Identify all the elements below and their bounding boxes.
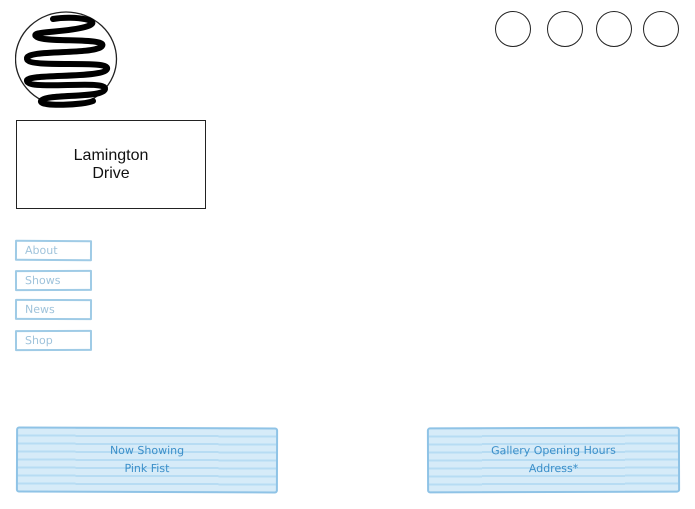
spiral-icon [14, 11, 118, 108]
social-link-2[interactable] [547, 11, 583, 47]
nav-about-button[interactable]: About [14, 239, 93, 262]
nav-news-button[interactable]: News [14, 298, 93, 321]
gallery-address-label: Address* [528, 461, 579, 476]
social-link-1[interactable] [495, 11, 531, 47]
site-title: Lamington Drive [16, 120, 206, 209]
social-link-3[interactable] [596, 11, 632, 47]
logo[interactable] [14, 11, 119, 108]
now-showing-panel[interactable]: Now Showing Pink Fist [15, 426, 279, 494]
nav-shows-button[interactable]: Shows [14, 269, 93, 292]
site-title-line1: Lamington [73, 146, 149, 164]
gallery-hours-label: Gallery Opening Hours [491, 443, 616, 458]
gallery-info-panel[interactable]: Gallery Opening Hours Address* [426, 426, 681, 494]
social-link-4[interactable] [643, 11, 679, 47]
now-showing-title: Pink Fist [124, 461, 170, 476]
site-title-line2: Drive [92, 164, 130, 182]
now-showing-heading: Now Showing [109, 443, 185, 458]
nav-shop-button[interactable]: Shop [14, 329, 93, 352]
